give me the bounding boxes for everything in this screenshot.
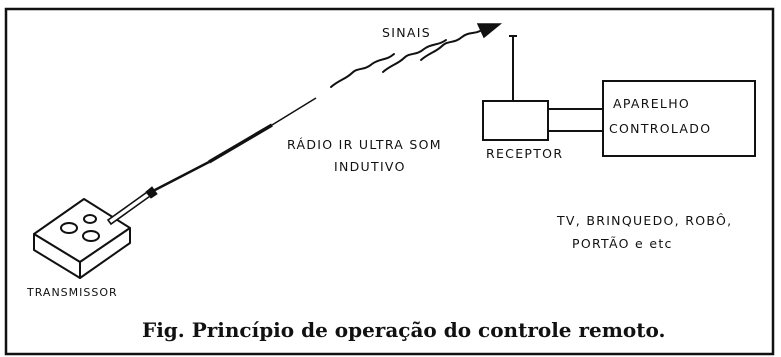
transmitter-side-face (79, 227, 131, 279)
receiver-box (482, 100, 549, 141)
figure-caption: Fig. Princípio de operação do controle r… (142, 318, 665, 342)
device-label-line-2: CONTROLADO (609, 121, 711, 136)
examples-line-2: PORTÃO e etc (572, 236, 673, 251)
receiver (482, 35, 549, 141)
controlled-device-box (602, 80, 756, 157)
receiver-device-connection (548, 108, 603, 132)
signal-wave-1 (330, 53, 395, 88)
antenna-tip (271, 97, 317, 126)
antenna-segment (152, 160, 210, 193)
signal-types-line-1: RÁDIO IR ULTRA SOM (287, 137, 442, 152)
signal-arrow-head (476, 23, 503, 39)
transmitter-button-2 (83, 214, 97, 224)
transmitter-button-3 (82, 230, 100, 242)
signal-waves (330, 23, 503, 88)
receiver-label: RECEPTOR (486, 146, 563, 161)
transmitter-label: TRANSMISSOR (26, 286, 118, 299)
signal-label: SINAIS (382, 25, 431, 40)
transmitter-antenna (106, 97, 317, 226)
signal-wave-3 (420, 30, 481, 61)
device-label-line-1: APARELHO (613, 96, 690, 111)
signal-wave-2 (382, 39, 447, 73)
antenna-collar (145, 186, 158, 199)
examples-line-1: TV, BRINQUEDO, ROBÔ, (556, 213, 732, 228)
figure-frame (4, 7, 775, 356)
transmitter (33, 198, 131, 279)
transmitter-button-1 (60, 222, 78, 234)
antenna-segment-thick (208, 123, 273, 164)
signal-types-line-2: INDUTIVO (334, 159, 406, 174)
